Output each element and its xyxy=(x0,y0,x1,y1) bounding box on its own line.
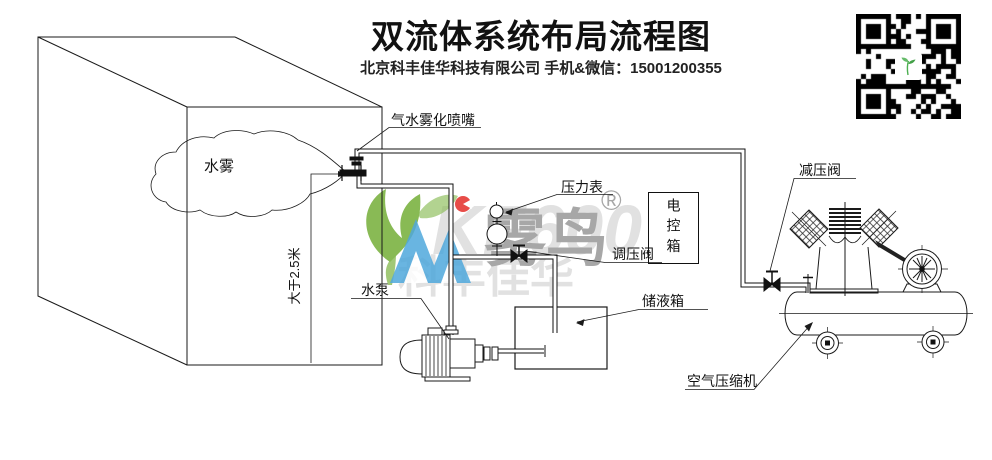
label-reducing-valve: 减压阀 xyxy=(799,162,841,178)
tank-wheel xyxy=(917,326,949,358)
wechat-qr-code xyxy=(856,14,961,119)
reducing-valve xyxy=(763,270,781,293)
electric-control-box: 电控箱 xyxy=(648,192,699,264)
atomizing-nozzle xyxy=(339,156,367,181)
tank-inlet-fitting xyxy=(803,274,813,293)
intercooler-fins xyxy=(829,208,861,234)
dot-logo-icon xyxy=(455,196,472,212)
label-air-compressor: 空气压缩机 xyxy=(687,373,757,389)
flywheel-fan xyxy=(898,245,948,293)
label-storage-tank: 储液箱 xyxy=(642,293,684,309)
page-title: 双流体系统布局流程图 xyxy=(371,18,711,55)
tank-wheel xyxy=(812,327,843,359)
regulating-valve xyxy=(510,244,528,263)
label-atomizing-nozzle: 气水雾化喷嘴 xyxy=(391,112,475,128)
label-control-box: 电控箱 xyxy=(665,197,682,259)
spray-room-box xyxy=(37,36,383,366)
height-dimension xyxy=(310,171,346,363)
company-contact-line: 北京科丰佳华科技有限公司 手机&微信：15001200355 xyxy=(360,60,722,77)
pressure-gauge-assembly xyxy=(486,202,508,256)
air-compressor-unit xyxy=(779,202,973,359)
qr-center-logo xyxy=(895,53,922,80)
compressor-tank xyxy=(779,291,973,336)
leader-lines xyxy=(351,127,856,390)
water-pump-unit xyxy=(399,325,499,382)
watermark-registered-mark: ® xyxy=(601,185,622,216)
label-pressure-gauge: 压力表 xyxy=(561,179,603,195)
sprout-icon xyxy=(901,57,916,76)
label-regulating-valve: 调压阀 xyxy=(612,246,654,262)
label-water-pump: 水泵 xyxy=(361,282,389,298)
label-mount-height: 大于2.5米 xyxy=(287,247,302,305)
mist-cloud-outline xyxy=(150,130,347,217)
brand-watermark: KF600 科丰佳华 雾鸟 ® xyxy=(366,185,642,302)
storage-tank-body xyxy=(514,306,608,370)
label-water-mist: 水雾 xyxy=(204,158,235,175)
